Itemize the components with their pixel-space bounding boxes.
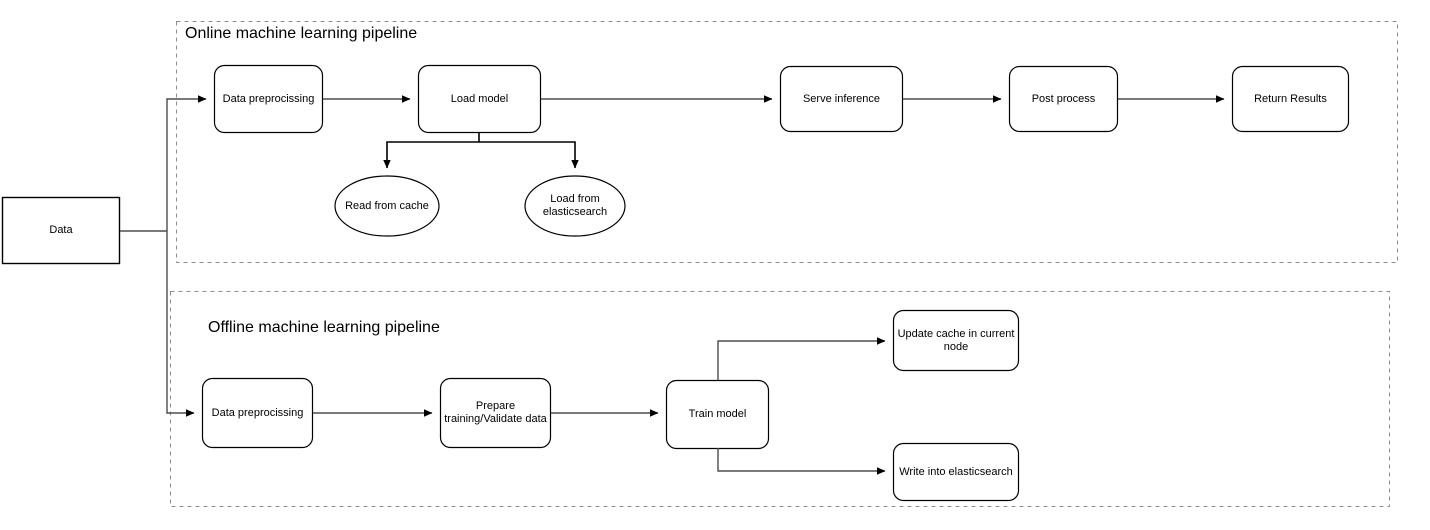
- edge-load-model-to-load-elasticsearch: [479, 141, 579, 169]
- data-source-node[interactable]: [2, 197, 120, 264]
- online-pipeline-container: [176, 21, 1398, 263]
- online-post-process-node[interactable]: [1009, 66, 1118, 132]
- online-serve-inference-node[interactable]: [780, 66, 903, 132]
- online-post-process-shape[interactable]: [1008, 65, 1119, 133]
- online-pipeline-title: Online machine learning pipeline: [185, 25, 418, 42]
- offline-write-elasticsearch-node[interactable]: [893, 443, 1019, 501]
- edge-branch-to-offline: [166, 231, 195, 417]
- offline-update-cache-shape[interactable]: [892, 309, 1020, 372]
- edge-load-model-to-read-cache: [383, 141, 479, 169]
- edge-train-model-to-write-elasticsearch: [717, 448, 886, 475]
- offline-pipeline-title: Offline machine learning pipeline: [208, 319, 440, 336]
- online-data-preprocissing-node[interactable]: [214, 65, 323, 133]
- online-return-results-shape[interactable]: [1231, 65, 1350, 133]
- online-load-model-node[interactable]: [418, 65, 541, 133]
- online-load-from-elasticsearch-shape[interactable]: [524, 175, 626, 237]
- online-return-results-node[interactable]: [1232, 66, 1349, 132]
- offline-write-elasticsearch-shape[interactable]: [892, 442, 1020, 502]
- offline-pipeline-container: [170, 291, 1390, 507]
- offline-prepare-data-node[interactable]: [440, 378, 551, 448]
- offline-data-preprocissing-node[interactable]: [202, 378, 313, 448]
- online-read-from-cache-node[interactable]: [335, 176, 439, 236]
- offline-train-model-node[interactable]: [666, 380, 769, 449]
- data-source-node-shape[interactable]: [1, 196, 121, 265]
- edge-branch-to-online: [166, 95, 207, 231]
- online-load-from-elasticsearch-node[interactable]: [525, 176, 625, 236]
- online-read-from-cache-shape[interactable]: [334, 175, 440, 237]
- online-serve-inference-shape[interactable]: [779, 65, 904, 133]
- offline-data-preprocissing-shape[interactable]: [201, 377, 314, 449]
- offline-update-cache-node[interactable]: [893, 310, 1019, 371]
- edge-train-model-to-update-cache: [717, 337, 886, 380]
- offline-prepare-data-shape[interactable]: [439, 377, 552, 449]
- online-data-preprocissing-shape[interactable]: [213, 64, 324, 134]
